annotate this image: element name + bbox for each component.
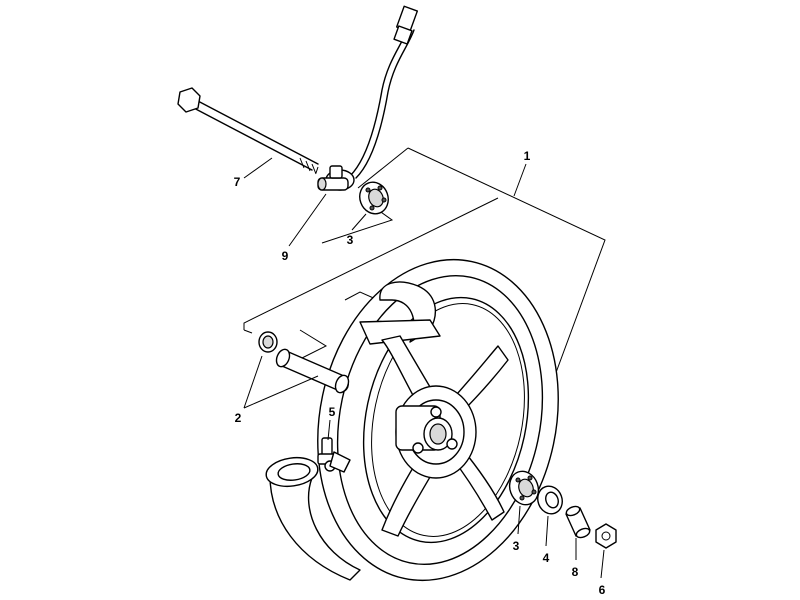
collar [565, 505, 591, 539]
callout-6: 6 [599, 583, 606, 597]
callout-1: 1 [524, 149, 531, 163]
spacer-collar [275, 348, 350, 394]
callout-5: 5 [329, 405, 336, 419]
callout-2: 2 [235, 411, 242, 425]
upper-bearing [359, 181, 389, 215]
dust-seal [258, 331, 278, 353]
callout-4: 4 [543, 551, 550, 565]
leader-lines [243, 157, 605, 579]
valve-stem [317, 437, 351, 473]
axle-nut [595, 523, 617, 549]
speedometer-cable [349, 5, 419, 179]
speedometer-gear-unit [317, 165, 355, 191]
callout-9: 9 [282, 249, 289, 263]
axle-bolt [177, 87, 319, 175]
lower-bearing [508, 470, 540, 506]
callout-3-lower: 3 [513, 539, 520, 553]
callout-3-upper: 3 [347, 233, 354, 247]
oil-seal [537, 485, 563, 515]
callout-8: 8 [572, 565, 579, 579]
front-wheel [265, 258, 559, 582]
callout-labels: 1 2 3 3 4 5 6 7 8 9 [234, 149, 606, 597]
callout-7: 7 [234, 175, 241, 189]
